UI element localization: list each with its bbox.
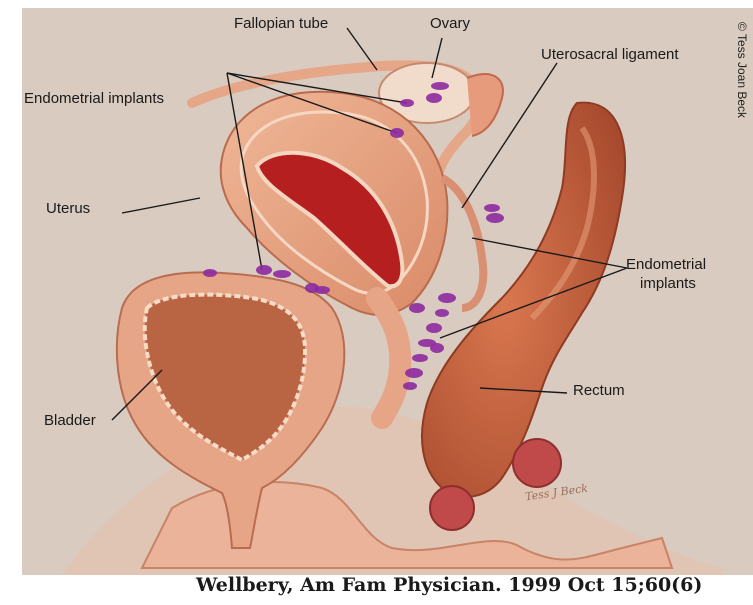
label-rectum: Rectum bbox=[573, 382, 625, 400]
endometrial-implant bbox=[438, 293, 456, 303]
label-endometrial-implants-right-line2: implants bbox=[640, 275, 696, 293]
anal-nodule bbox=[430, 486, 474, 530]
endometrial-implant bbox=[403, 382, 417, 390]
endometrial-implant bbox=[426, 323, 442, 333]
copyright-notice: © Tess Joan Beck bbox=[735, 22, 749, 118]
fimbriae bbox=[467, 74, 503, 136]
label-uterosacral-ligament: Uterosacral ligament bbox=[541, 46, 679, 64]
endometrial-implant bbox=[390, 128, 404, 138]
endometrial-implant bbox=[430, 343, 444, 353]
endometrial-implant bbox=[412, 354, 428, 362]
label-endometrial-implants-right-line1: Endometrial bbox=[626, 256, 706, 274]
endometrial-implant bbox=[435, 309, 449, 317]
endometrial-implant bbox=[273, 270, 291, 278]
label-bladder: Bladder bbox=[44, 412, 96, 430]
endometrial-implant bbox=[431, 82, 449, 90]
endometrial-implant bbox=[484, 204, 500, 212]
endometrial-implant bbox=[314, 286, 330, 294]
endometrial-implant bbox=[256, 265, 272, 275]
endometrial-implant bbox=[486, 213, 504, 223]
rectal-nodule bbox=[513, 439, 561, 487]
endometrial-implant bbox=[405, 368, 423, 378]
endometrial-implant bbox=[203, 269, 217, 277]
label-endometrial-implants-top: Endometrial implants bbox=[24, 90, 164, 108]
illustration-canvas: Fallopian tube Ovary Uterosacral ligamen… bbox=[22, 8, 753, 575]
uterosacral-tissue bbox=[442, 178, 483, 308]
endometrial-implant bbox=[400, 99, 414, 107]
endometrial-implant bbox=[409, 303, 425, 313]
label-uterus: Uterus bbox=[46, 200, 90, 218]
cervix bbox=[377, 298, 400, 418]
label-ovary: Ovary bbox=[430, 15, 470, 33]
endometrial-implant bbox=[426, 93, 442, 103]
label-fallopian-tube: Fallopian tube bbox=[234, 15, 328, 33]
citation-text: Wellbery, Am Fam Physician. 1999 Oct 15;… bbox=[196, 574, 702, 596]
